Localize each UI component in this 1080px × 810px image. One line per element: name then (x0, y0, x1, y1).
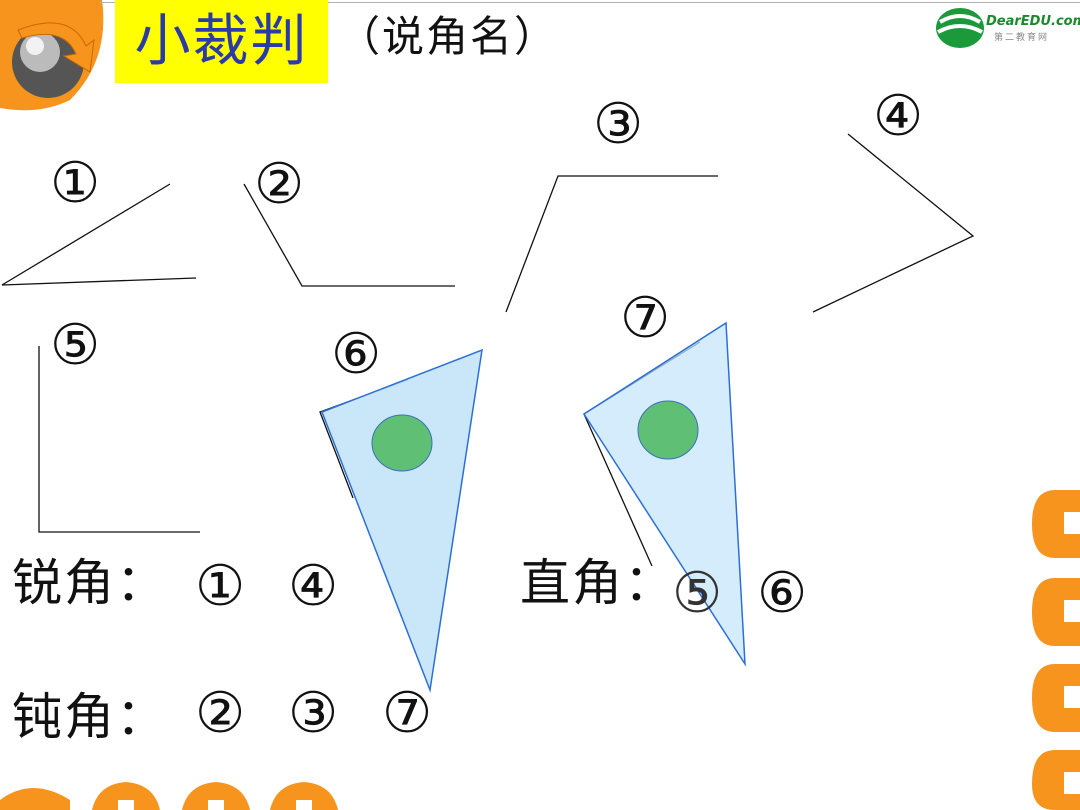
set-square-b[interactable] (582, 321, 746, 667)
page-subtitle: （说角名） (338, 12, 559, 61)
right-edge-decoration (1032, 490, 1080, 810)
logo-subtitle: 第二教育网 (994, 33, 1050, 43)
sphere-arrow-icon (0, 0, 104, 111)
obtuse-answer-3: ⑦ (382, 681, 433, 746)
obtuse-answer-1: ② (195, 681, 246, 746)
angle-label-6: ⑥ (331, 322, 382, 387)
deeredu-logo-icon (936, 8, 984, 48)
top-divider (100, 2, 1080, 3)
angle-label-1: ① (50, 151, 101, 216)
right-answer-2: ⑥ (757, 561, 808, 626)
right-answer-1: ⑤ (672, 561, 723, 626)
bottom-edge-decoration (0, 782, 338, 810)
angle-5 (38, 346, 200, 533)
angle-2 (243, 183, 455, 287)
angle-4 (812, 133, 975, 313)
set-square-a[interactable] (321, 348, 483, 693)
page-title: 小裁判 (134, 8, 309, 74)
angle-label-2: ② (254, 152, 305, 217)
angle-label-5: ⑤ (50, 313, 101, 378)
angle-label-3: ③ (593, 92, 644, 157)
logo-name: DearEDU.com (986, 14, 1080, 29)
acute-answer-2: ④ (288, 554, 339, 619)
angle-3 (505, 175, 718, 313)
acute-answer-1: ① (195, 554, 246, 619)
obtuse-label: 钝角： (12, 688, 168, 746)
right-label: 直角： (520, 554, 676, 612)
angle-label-7: ⑦ (620, 286, 671, 351)
acute-label: 锐角： (12, 554, 168, 612)
angle-1 (1, 183, 197, 286)
title-box: 小裁判 (115, 0, 328, 83)
obtuse-answer-2: ③ (288, 681, 339, 746)
angle-label-4: ④ (873, 84, 924, 149)
